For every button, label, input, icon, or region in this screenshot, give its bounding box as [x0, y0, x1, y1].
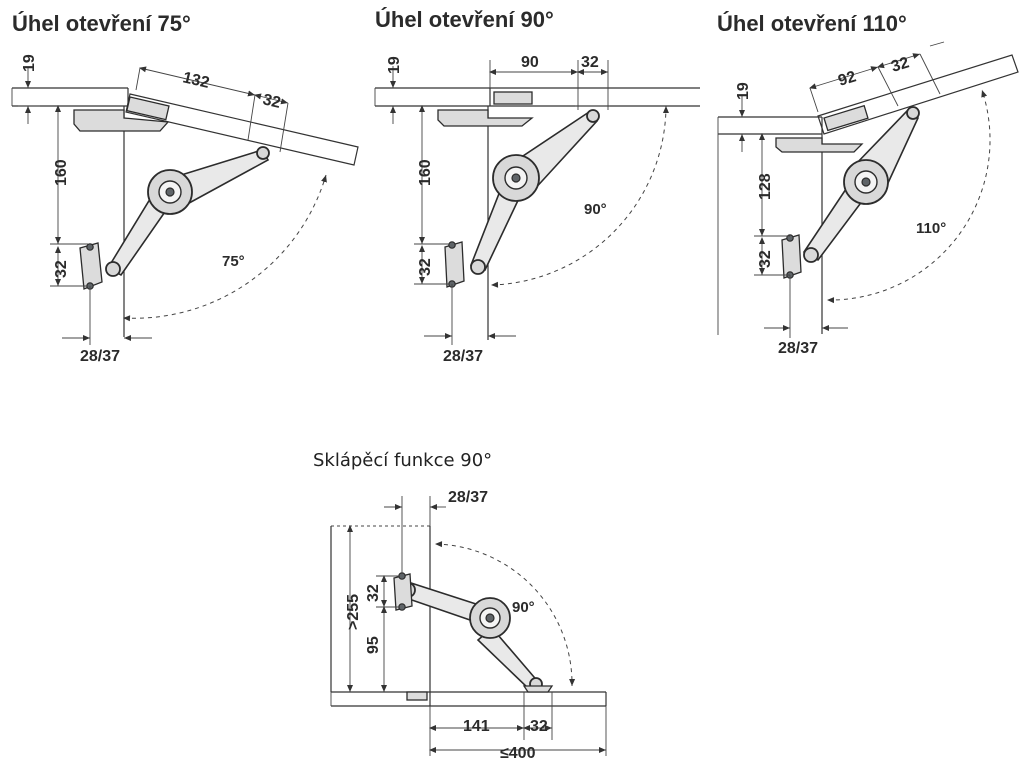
panel-3-title: Úhel otevření 110°: [717, 11, 907, 36]
panel-2-title: Úhel otevření 90°: [375, 7, 554, 32]
panel-2-mechanism: [444, 105, 610, 288]
panel-1-dim-lid-a: 132: [181, 69, 211, 92]
panel-3-dimensions: [739, 41, 945, 338]
panel-2-cabinet: [374, 87, 700, 340]
fold-dim-height: >255: [345, 594, 362, 630]
panel-1-diagram: 19 160 32 28/37 132 32 75°: [11, 54, 359, 365]
fold-dim-total: ≤400: [500, 745, 536, 762]
panel-2-dim-vertical: 160: [417, 159, 434, 186]
panel-2-dim-lid-a: 90: [521, 54, 539, 71]
panel-2-dim-lid-b: 32: [581, 54, 599, 71]
fold-dim-top: 28/37: [448, 489, 488, 506]
panel-2-fitting: [437, 109, 534, 127]
panel-3-dim-lid-a: 92: [836, 68, 858, 89]
panel-2-diagram: 19 160 32 28/37 90 32 90°: [374, 54, 700, 365]
panel-2-dimensions: [390, 60, 609, 345]
fold-dimensions: [347, 496, 607, 756]
panel-1-dim-bottom: 28/37: [80, 348, 120, 365]
panel-1-title: Úhel otevření 75°: [12, 11, 191, 36]
fold-angle: 90°: [512, 599, 535, 616]
panel-2-angle: 90°: [584, 201, 607, 218]
panel-1-dimensions: [18, 66, 289, 345]
fold-dim-b: 32: [530, 718, 548, 735]
panel-3-dim-vertical: 128: [757, 173, 774, 200]
fold-dim-mount: 32: [365, 584, 382, 602]
fold-mechanism: [393, 572, 554, 693]
panel-3-mechanism: [781, 106, 920, 279]
panel-1-dim-lid-b: 32: [261, 91, 282, 112]
panel-3-lid: [817, 54, 1019, 135]
panel-2-lid-bracket: [493, 91, 533, 105]
panel-3-diagram: 19 128 32 28/37 92 32 110°: [717, 41, 1019, 357]
panel-3-swing-arc: [827, 89, 991, 304]
fold-cabinet: [330, 525, 607, 707]
panel-1-lid: [125, 93, 359, 166]
fold-diagram: 28/37 32 >255 95 141 32 ≤400 90°: [330, 489, 607, 762]
fold-title: Sklápěcí funkce 90°: [313, 450, 493, 471]
panel-3-dim-bottom: 28/37: [778, 340, 818, 357]
panel-3-dim-top: 19: [735, 82, 752, 100]
panel-1-dim-top: 19: [21, 54, 38, 72]
fold-dim-offset: 141: [463, 718, 490, 735]
panel-3-dim-lid-b: 32: [889, 54, 911, 75]
panel-3-fitting: [775, 137, 864, 153]
fold-swing-arc: [435, 541, 576, 687]
panel-2-dim-top: 19: [386, 56, 403, 74]
panel-3-dim-mount: 32: [757, 250, 774, 268]
panel-2-swing-arc: [491, 105, 669, 288]
panel-1-fitting: [73, 109, 170, 132]
fold-dim-vertical: 95: [365, 636, 382, 654]
panel-3-angle: 110°: [916, 220, 946, 237]
panel-1-dim-mount: 32: [53, 260, 70, 278]
panel-1-angle: 75°: [222, 253, 245, 270]
panel-2-dim-bottom: 28/37: [443, 348, 483, 365]
panel-2-dim-mount: 32: [417, 258, 434, 276]
panel-1-dim-vertical: 160: [53, 159, 70, 186]
